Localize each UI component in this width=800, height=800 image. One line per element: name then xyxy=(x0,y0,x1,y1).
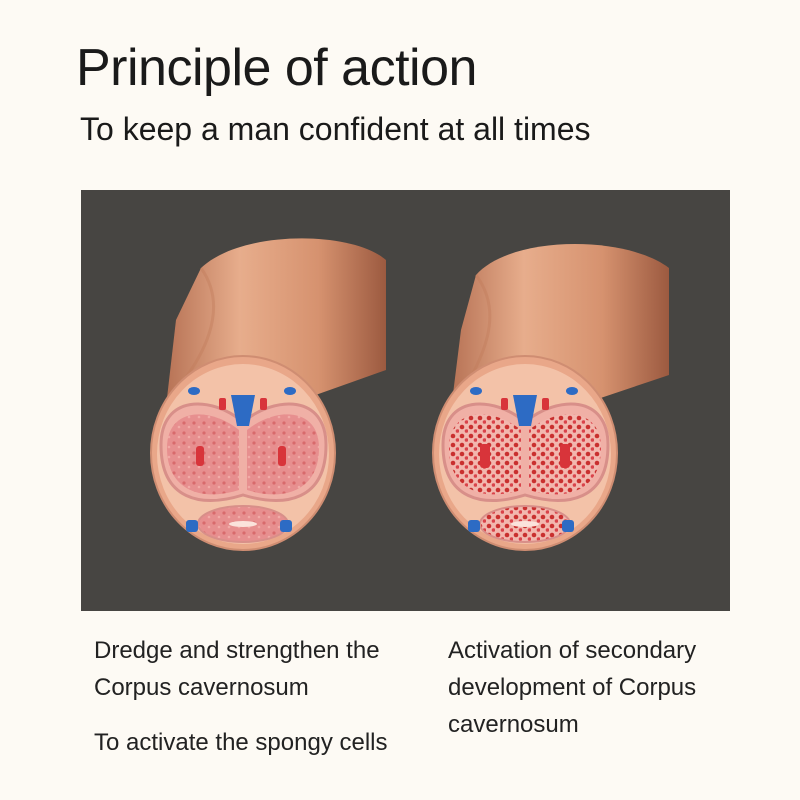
illustration-canvas xyxy=(150,238,669,551)
cross-section-right xyxy=(432,244,669,551)
cross-section-left xyxy=(150,238,386,551)
page-title: Principle of action xyxy=(76,39,477,97)
caption-right-development: Activation of secondary development of C… xyxy=(448,637,697,738)
illustration-panel xyxy=(81,190,730,611)
caption-left-activate: To activate the spongy cells xyxy=(94,729,388,756)
caption-left-strengthen: Dredge and strengthen the Corpus caverno… xyxy=(94,637,380,701)
page-subtitle: To keep a man confident at all times xyxy=(80,111,591,147)
